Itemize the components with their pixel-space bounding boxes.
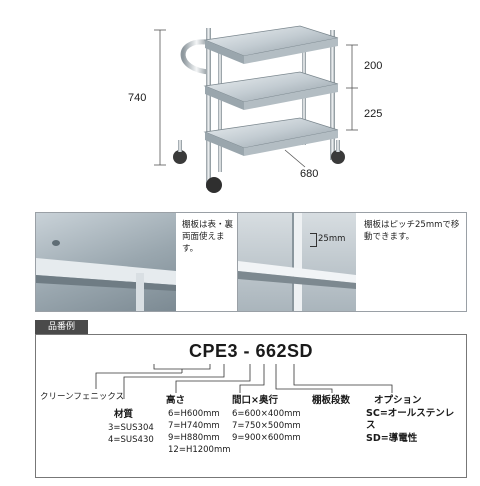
top-gap-dimension: 200 [364,60,383,72]
option-item: SD=導電性 [366,433,418,444]
cart-drawing [154,25,358,193]
series-label: クリーンフェニックス [40,392,125,402]
height-option: 7=H740mm [168,421,220,431]
pitch-label: 25mm [318,234,346,244]
height-option: 12=H1200mm [168,445,231,455]
shelf-photo [36,213,176,311]
height-option: 6=H600mm [168,409,220,419]
height-option: 9=H880mm [168,433,220,443]
mid-gap-dimension: 225 [364,108,383,120]
option-item: SC=オールステンレス [366,408,455,431]
size-option: 7=750×500mm [232,421,301,431]
shelves-title: 棚板段数 [312,395,351,406]
material-option: 3=SUS304 [108,423,154,433]
part-number-code: CPE3 - 662SD [188,341,314,361]
size-option: 9=900×600mm [232,433,301,443]
option-title: オプション [374,395,422,406]
size-option: 6=600×400mm [232,409,301,419]
product-illustration: 740 200 225 680 [0,0,480,210]
height-title: 高さ [166,395,186,406]
pitch-bracket [310,233,317,247]
detail-panel-reversible: 棚板は表・裏両面使えます。 [35,212,245,312]
detail-panel-pitch: 25mm 棚板はピッチ25mmで移動できます。 [237,212,467,312]
height-dimension: 740 [128,92,147,104]
material-option: 4=SUS430 [108,435,154,445]
pitch-photo [238,213,356,311]
code-connector-lines [95,364,393,399]
part-number-tag: 品番例 [35,320,88,334]
size-title: 間口×奥行 [232,395,278,406]
reversible-note: 棚板は表・裏両面使えます。 [182,220,234,254]
pitch-note: 棚板はピッチ25mmで移動できます。 [364,220,460,242]
part-number-box: CPE3 - 662SD クリーンフェニックス 材質 3=SUS304 4=SU… [35,334,467,478]
material-title: 材質 [114,409,134,420]
width-dimension: 680 [300,168,319,180]
